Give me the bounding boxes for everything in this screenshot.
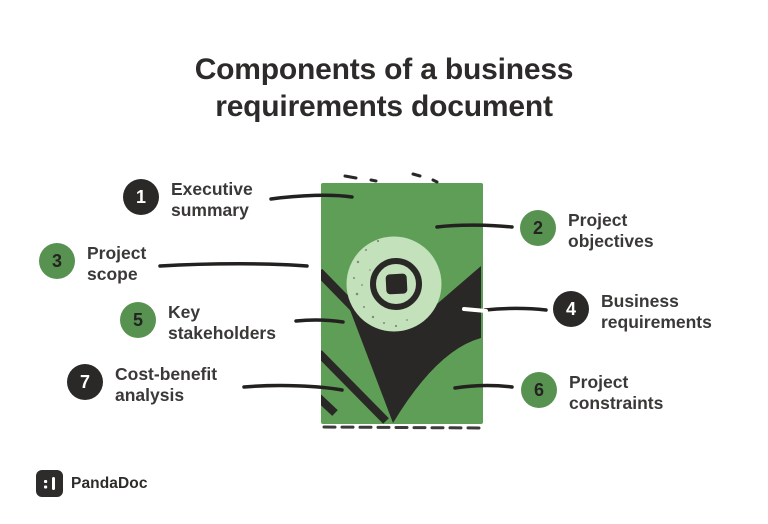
- item-7-label-line2: analysis: [115, 385, 185, 405]
- item-3-label-line1: Project: [87, 243, 147, 263]
- leader-line-4-white-segment: [462, 307, 488, 313]
- diagonal-accent-strokes: [321, 268, 401, 424]
- leader-line-1: [269, 193, 354, 201]
- item-6-label-line1: Project: [569, 372, 629, 392]
- item-1-number-badge: 1: [123, 179, 159, 215]
- item-4-number-badge: 4: [553, 291, 589, 327]
- leader-line-4: [483, 306, 548, 312]
- pandadoc-logo-text: PandaDoc: [71, 474, 148, 492]
- highlight-circle: [346, 236, 442, 332]
- document-edge-marks: [343, 172, 439, 184]
- item-project-objectives: 2 Project objectives: [520, 210, 654, 252]
- item-4-label-line2: requirements: [601, 312, 712, 332]
- checkmark-shape: [347, 266, 481, 423]
- item-5-label: Key stakeholders: [168, 302, 276, 344]
- item-4-label-line1: Business: [601, 291, 679, 311]
- circle-speckles: [353, 239, 408, 328]
- pandadoc-logo-icon: [36, 470, 63, 497]
- page-title: Components of a business requirements do…: [0, 51, 768, 125]
- item-1-label: Executive summary: [171, 179, 253, 221]
- item-5-label-line2: stakeholders: [168, 323, 276, 343]
- squircle-icon: [385, 273, 408, 295]
- leader-line-6: [453, 383, 514, 390]
- item-2-label-line2: objectives: [568, 231, 654, 251]
- pandadoc-logo: PandaDoc: [36, 470, 148, 497]
- item-7-label-line1: Cost-benefit: [115, 364, 218, 384]
- item-project-scope: 3 Project scope: [39, 243, 146, 285]
- leader-line-7: [242, 383, 344, 392]
- item-2-label-line1: Project: [568, 210, 628, 230]
- leader-line-2: [435, 223, 514, 229]
- item-key-stakeholders: 5 Key stakeholders: [120, 302, 276, 344]
- page-title-line2: requirements document: [215, 90, 553, 123]
- item-executive-summary: 1 Executive summary: [123, 179, 253, 221]
- page-title-line1: Components of a business: [194, 53, 574, 86]
- item-2-label: Project objectives: [568, 210, 654, 252]
- leader-line-5: [294, 318, 345, 324]
- item-1-label-line2: summary: [171, 200, 249, 220]
- item-7-number-badge: 7: [67, 364, 103, 400]
- target-ring-icon: [370, 258, 422, 310]
- item-4-label: Business requirements: [601, 291, 712, 333]
- document-bottom-edge: [322, 425, 482, 430]
- document-shape: [321, 183, 483, 424]
- item-7-label: Cost-benefit analysis: [115, 364, 217, 406]
- item-3-label: Project scope: [87, 243, 146, 285]
- leader-line-3: [158, 262, 309, 268]
- item-business-requirements: 4 Business requirements: [553, 291, 712, 333]
- item-1-label-line1: Executive: [171, 179, 253, 199]
- item-6-label: Project constraints: [569, 372, 663, 414]
- item-5-label-line1: Key: [168, 302, 201, 322]
- item-5-number-badge: 5: [120, 302, 156, 338]
- item-project-constraints: 6 Project constraints: [521, 372, 663, 414]
- item-3-label-line2: scope: [87, 264, 138, 284]
- item-cost-benefit-analysis: 7 Cost-benefit analysis: [67, 364, 217, 406]
- item-3-number-badge: 3: [39, 243, 75, 279]
- item-2-number-badge: 2: [520, 210, 556, 246]
- item-6-number-badge: 6: [521, 372, 557, 408]
- item-6-label-line2: constraints: [569, 393, 664, 413]
